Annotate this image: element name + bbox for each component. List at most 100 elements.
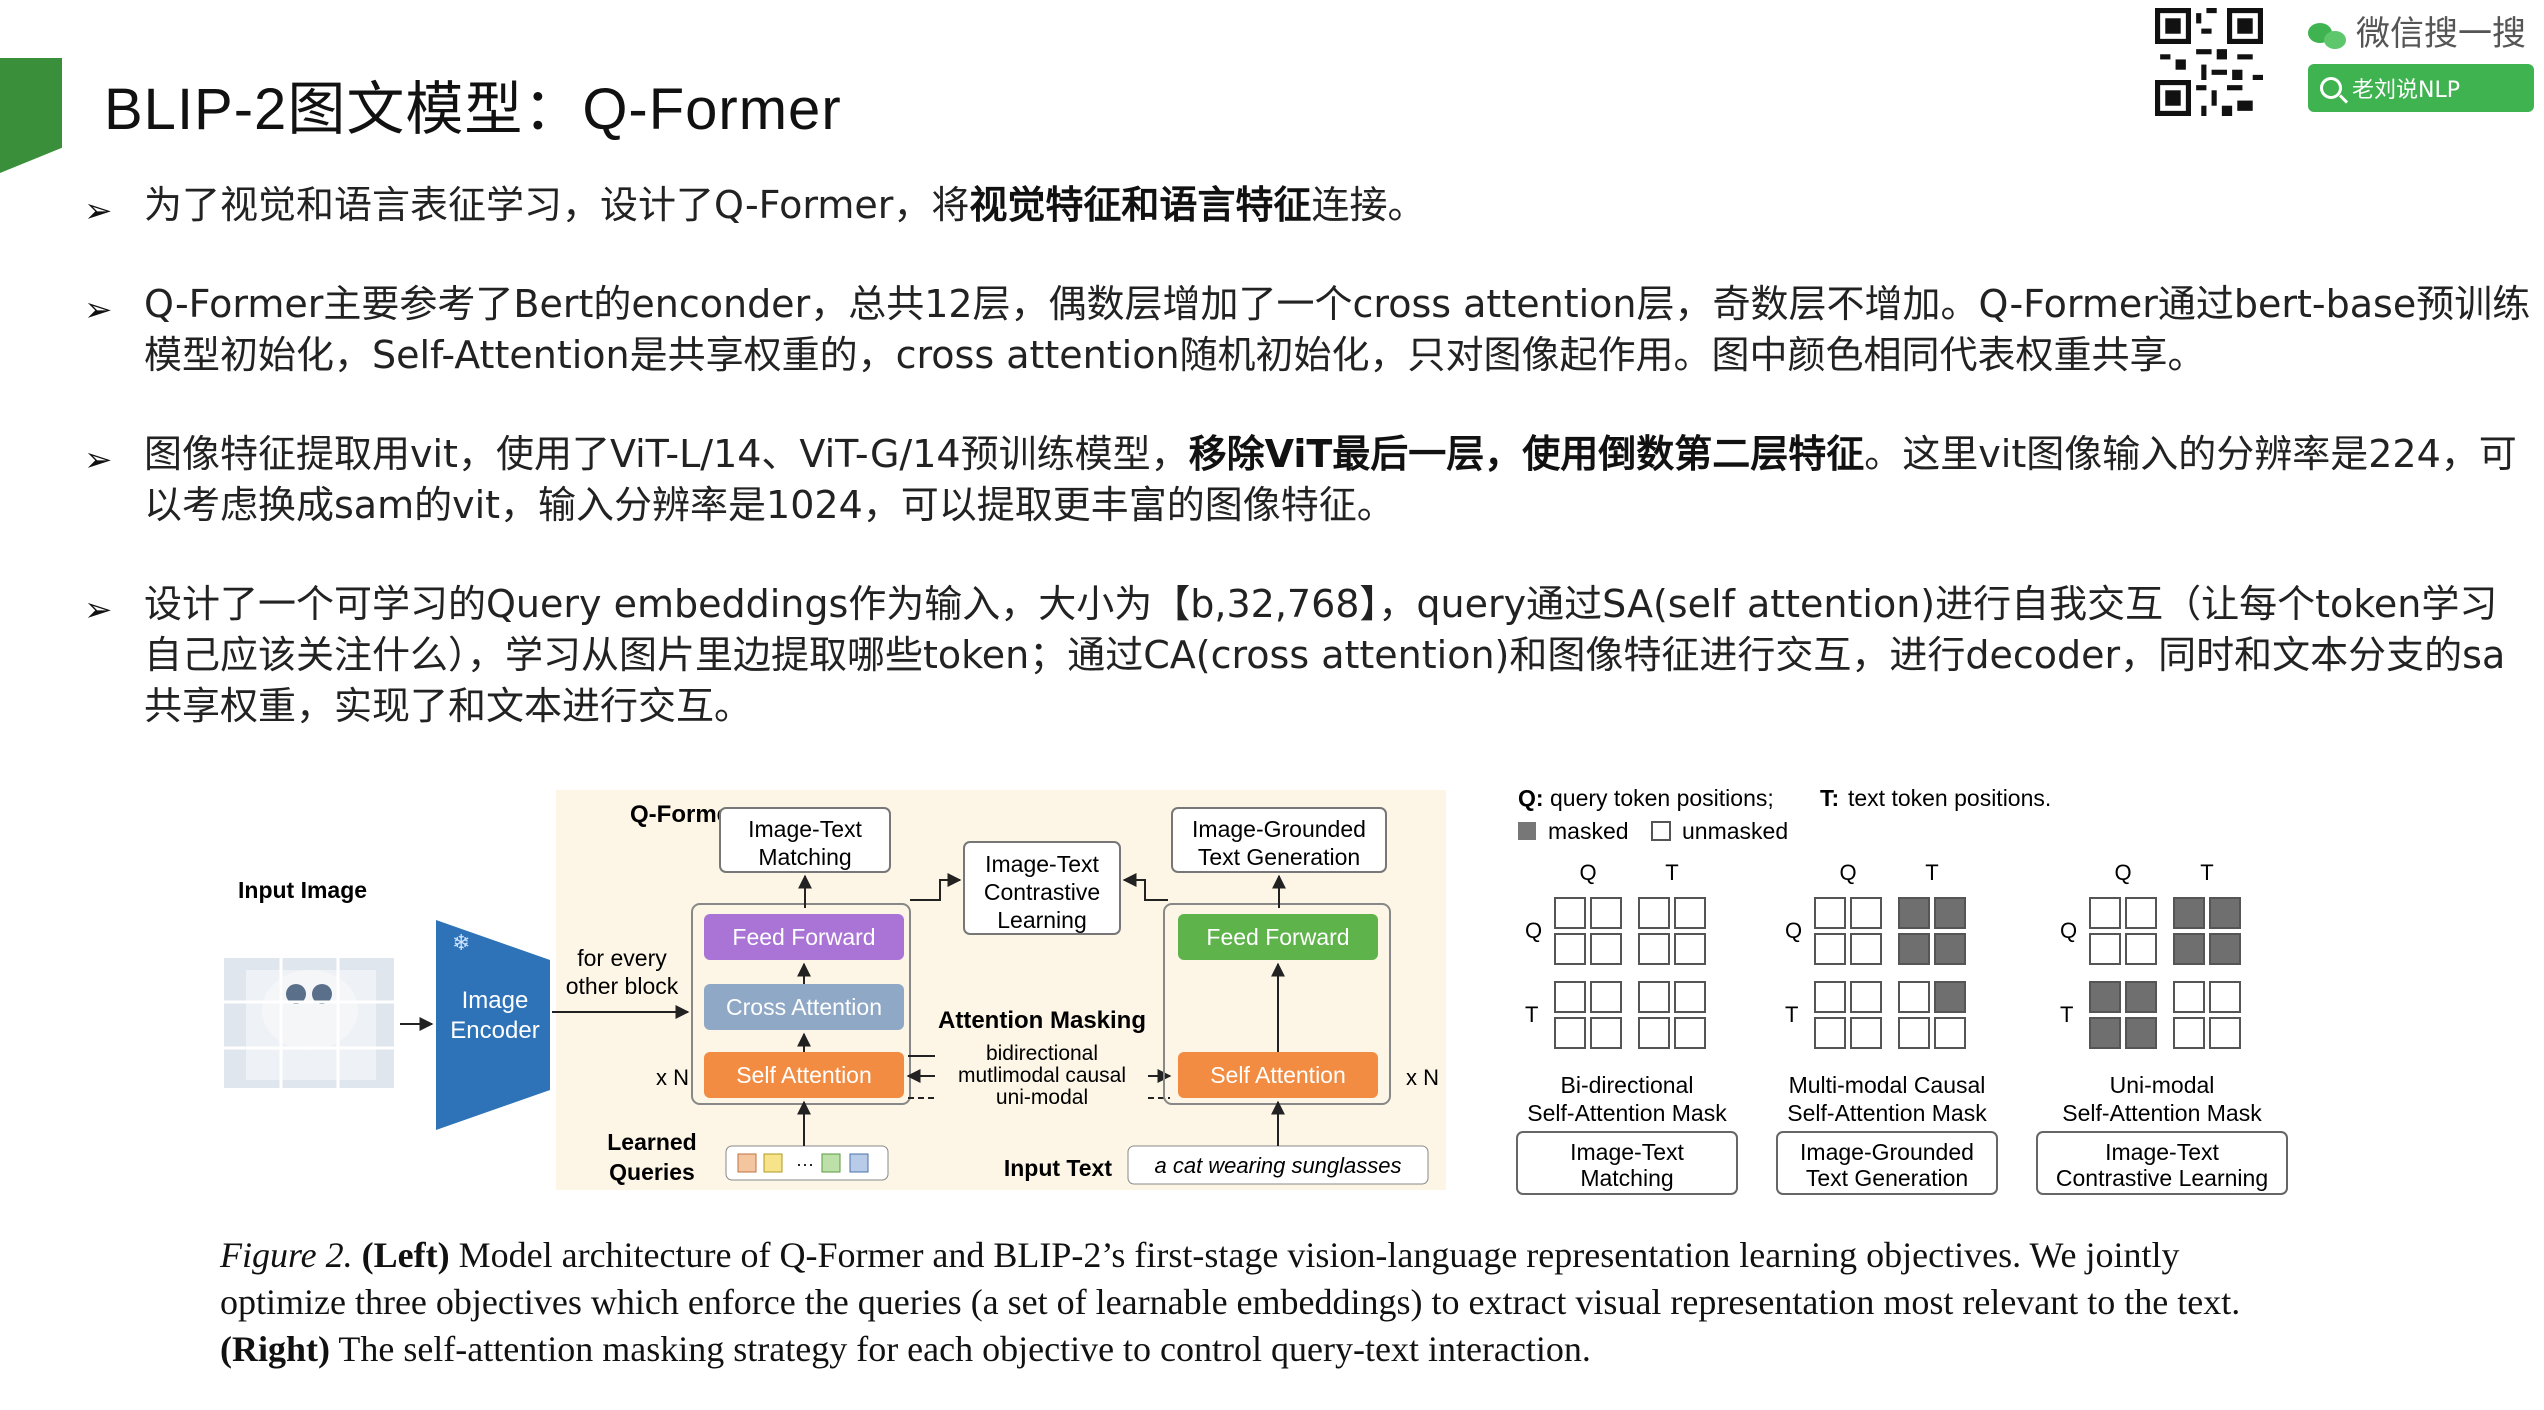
for-every-label: for every [577,945,667,971]
mask-cell [1934,897,1966,929]
itg-label: Image-Grounded [1192,816,1366,842]
legend-t: T: [1820,785,1839,811]
bullet-text: Q-Former主要参考了Bert的enconder，总共12层，偶数层增加了一… [144,282,2531,377]
green-flag-decoration [0,58,62,173]
itc-label: Learning [997,907,1087,933]
legend-q-text: query token positions; [1550,785,1774,811]
mask-cell [1898,933,1930,965]
itg-box [1171,807,1387,873]
mask-cell [1674,933,1706,965]
itc-label: Contrastive [984,879,1100,905]
image-encoder-label: Encoder [450,1017,539,1044]
caption-text: Model architecture of Q-Former and BLIP-… [220,1235,2241,1322]
unmasked-swatch [1651,821,1671,841]
caption-text: The self-attention masking strategy for … [330,1329,1591,1369]
learned-queries-label: Queries [609,1159,695,1185]
cross-attention-block [704,984,904,1030]
mask-cell [1554,933,1586,965]
mask-cell [1638,981,1670,1013]
mask-row-t-label: T [1785,1002,1798,1027]
bullet-text: 图像特征提取用vit，使用了ViT-L/14、ViT-G/14预训练模型， [144,432,1189,476]
mask-cell [1898,897,1930,929]
mask-cell [2173,981,2205,1013]
mask-title: Bi-directional [1561,1072,1694,1098]
mask-cell [1638,933,1670,965]
mask-task-label: Matching [1580,1165,1673,1191]
bullet-text: 。这里vit图像输入的分辨率是224，可以考虑换成sam的vit，输入分辨率是1… [144,432,2517,527]
mask-type-bidirectional: bidirectional [986,1042,1098,1065]
search-button-label: 老刘说NLP [2352,78,2460,103]
mask-cell [1554,897,1586,929]
mask-cell [1638,1017,1670,1049]
mask-row-q-label: Q [1785,918,1802,943]
qr-code [2155,8,2263,116]
caption-figure-label: Figure 2. [220,1235,353,1275]
mask-cell [2125,933,2157,965]
mask-cell [1554,1017,1586,1049]
legend-q: Q: [1518,785,1544,811]
mask-col-q-label: Q [2114,860,2131,885]
mask-title: Self-Attention Mask [1527,1100,1727,1126]
mask-col-q-label: Q [1579,860,1596,885]
mask-cell [2173,933,2205,965]
itm-box [719,807,891,873]
arrow-bullet-icon: ➢ [84,590,113,630]
bullet-item: ➢ Q-Former主要参考了Bert的enconder，总共12层，偶数层增加… [84,279,2534,381]
mask-cell [2089,1017,2121,1049]
mask-cell [1814,933,1846,965]
xn-label: x N [656,1065,689,1090]
mask-cell [1590,981,1622,1013]
attention-masking-label: Attention Masking [938,1007,1146,1034]
input-text-example: a cat wearing sunglasses [1154,1153,1401,1178]
itc-label: Image-Text [985,851,1099,877]
bullet-text: 为了视觉和语言表征学习，设计了Q-Former，将 [144,183,970,227]
image-encoder-block [436,920,550,1130]
svg-text:···: ··· [796,1154,814,1174]
mask-task-label: Image-Text [1570,1139,1684,1165]
mask-col-t-label: T [1665,860,1678,885]
bullet-item: ➢ 设计了一个可学习的Query embeddings作为输入，大小为【b,32… [84,579,2534,732]
mask-cell [2089,897,2121,929]
mask-type-unimodal: uni-modal [996,1086,1088,1109]
mask-task-label: Image-Text [2105,1139,2219,1165]
mask-cell [1638,897,1670,929]
mask-cell [1590,933,1622,965]
wechat-label-text: 微信搜一搜 [2356,14,2526,54]
mask-row-t-label: T [1525,1002,1538,1027]
self-attention-block-left [704,1052,904,1098]
mask-cell [2209,933,2241,965]
qformer-figure: Q-Former Input Image ❄ Image Encoder for… [224,785,2288,1195]
mask-task-label: Contrastive Learning [2056,1165,2268,1191]
mask-cell [2089,981,2121,1013]
mask-task-label: Text Generation [1806,1165,1968,1191]
search-button[interactable]: 老刘说NLP [2308,64,2534,112]
learned-queries-label: Learned [607,1129,696,1155]
mask-cell [1674,1017,1706,1049]
mask-title: Self-Attention Mask [1787,1100,1987,1126]
input-image-label: Input Image [238,877,367,903]
caption-right: (Right) [220,1329,330,1369]
mask-cell [2173,897,2205,929]
for-every-label: other block [566,973,679,999]
mask-cell [1814,897,1846,929]
mask-cell [1674,897,1706,929]
feed-forward-block [704,914,904,960]
mask-col-t-label: T [1925,860,1938,885]
wechat-icon [2308,21,2348,51]
legend-t-text: text token positions. [1848,785,2051,811]
mask-cell [1590,897,1622,929]
mask-cell [2125,1017,2157,1049]
bullet-bold-text: 视觉特征和语言特征 [969,183,1312,227]
mask-cell [1934,981,1966,1013]
mask-task-box [1516,1131,1738,1195]
mask-cell [1898,981,1930,1013]
mask-cell [1850,897,1882,929]
mask-cell [2173,1017,2205,1049]
bullet-list: ➢ 为了视觉和语言表征学习，设计了Q-Former，将视觉特征和语言特征连接。 … [84,180,2534,780]
mask-cell [1934,1017,1966,1049]
self-attention-label: Self Attention [1210,1062,1346,1088]
mask-cell [2125,897,2157,929]
caption-left: (Left) [361,1235,450,1275]
mask-task-box [2036,1131,2288,1195]
